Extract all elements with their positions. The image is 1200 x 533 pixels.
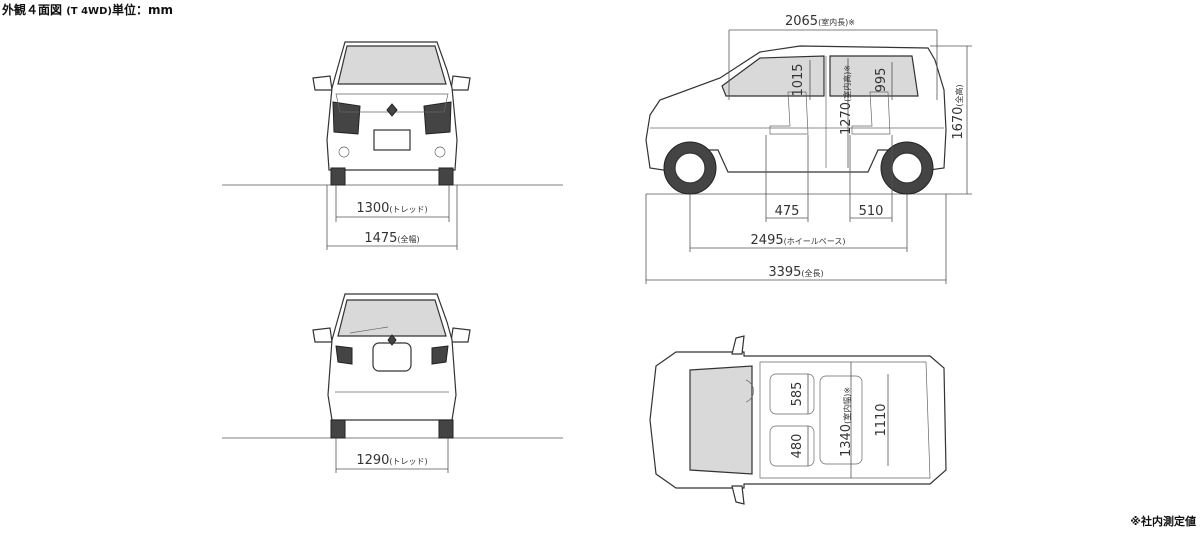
side-rear-seat bbox=[851, 91, 891, 135]
front-license-plate bbox=[373, 129, 411, 151]
rear-emblem bbox=[387, 334, 397, 346]
front-right-tire bbox=[438, 167, 454, 186]
rear-right-tire bbox=[438, 419, 454, 439]
top-front-left-seat bbox=[769, 373, 815, 415]
top-right-mirror bbox=[731, 485, 745, 505]
title-main: 外観４面図 bbox=[2, 3, 63, 17]
side-view: 2065(室内長)※ 1670(全高) 1270(室内高)※ 1015 995 … bbox=[645, 14, 972, 284]
side-rear-wheel bbox=[891, 152, 923, 184]
cargo-width-label: 1110 bbox=[874, 403, 889, 436]
top-left-mirror bbox=[731, 335, 745, 355]
page-title: 外観４面図 (T 4WD)単位：mm bbox=[2, 1, 173, 18]
front-tread-label: 1300(トレッド) bbox=[356, 201, 427, 216]
wheelbase-label: 2495(ホイールベース) bbox=[751, 233, 846, 248]
front-width-label: 1475(全幅) bbox=[364, 231, 419, 246]
front-right-mirror bbox=[450, 75, 471, 91]
front-windshield bbox=[337, 45, 447, 85]
side-front-wheel bbox=[674, 152, 706, 184]
interior-length-label: 2065(室内長)※ bbox=[785, 14, 855, 29]
front-left-foglamp bbox=[338, 146, 350, 158]
interior-height-label: 1270(室内高)※ bbox=[839, 65, 854, 135]
side-rear-window bbox=[829, 55, 919, 97]
rear-right-mirror bbox=[450, 327, 471, 343]
front-left-tire bbox=[330, 167, 346, 186]
front-left-headlight bbox=[332, 101, 361, 135]
rear-window bbox=[337, 299, 447, 337]
top-front-right-seat bbox=[769, 425, 815, 467]
side-front-seat bbox=[769, 91, 809, 135]
title-unit: 単位：mm bbox=[111, 3, 173, 17]
front-right-foglamp bbox=[434, 146, 446, 158]
rear-right-taillight bbox=[431, 345, 449, 365]
dim-475-label: 475 bbox=[775, 204, 800, 219]
top-windshield bbox=[689, 365, 753, 475]
title-sub: (T 4WD) bbox=[66, 6, 112, 17]
rear-seat-width-label: 480 bbox=[790, 434, 805, 459]
rear-wiper bbox=[349, 326, 389, 334]
height-label: 1670(全高) bbox=[951, 84, 966, 139]
rear-tread-label: 1290(トレッド) bbox=[356, 453, 427, 468]
front-seat-height-label: 1015 bbox=[791, 63, 806, 96]
front-left-mirror bbox=[312, 75, 333, 91]
front-view: 1300(トレッド) 1475(全幅) bbox=[222, 41, 563, 250]
front-seat-width-label: 585 bbox=[790, 382, 805, 407]
top-rear-seat bbox=[819, 375, 863, 465]
footnote: ※社内測定値 bbox=[1130, 515, 1196, 528]
top-steering-wheel bbox=[745, 379, 754, 403]
front-grille bbox=[335, 93, 449, 113]
rear-seat-height-label: 995 bbox=[874, 68, 889, 93]
interior-width-label: 1340(室内幅)※ bbox=[839, 387, 854, 457]
front-right-headlight bbox=[423, 101, 452, 135]
dim-510-label: 510 bbox=[859, 204, 884, 219]
rear-left-taillight bbox=[335, 345, 353, 365]
top-cabin-outline bbox=[759, 361, 931, 479]
rear-left-tire bbox=[330, 419, 346, 439]
rear-view: 1290(トレッド) bbox=[222, 293, 563, 473]
side-front-window bbox=[721, 55, 825, 97]
rear-license-recess bbox=[372, 342, 412, 372]
length-label: 3395(全長) bbox=[768, 265, 823, 280]
rear-left-mirror bbox=[312, 327, 333, 343]
front-emblem bbox=[386, 103, 398, 117]
top-view: 585 480 1340(室内幅)※ 1110 bbox=[649, 335, 947, 505]
